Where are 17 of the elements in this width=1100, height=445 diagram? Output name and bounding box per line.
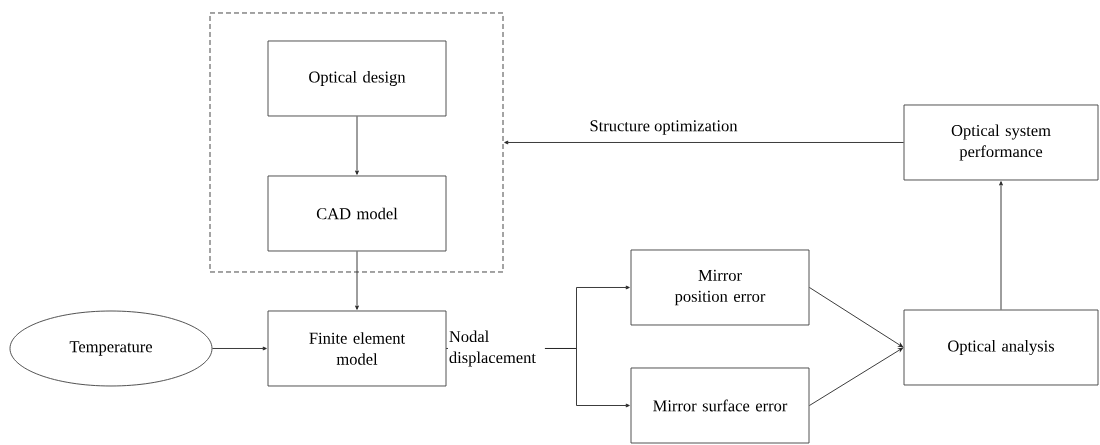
- process-box: Optical design: [267, 40, 447, 117]
- arrow: [212, 346, 267, 351]
- arrow: [504, 140, 904, 145]
- process-box: Optical analysis: [903, 309, 1099, 386]
- edge-label: Structure optimization: [590, 120, 738, 135]
- process-box: Mirror position error: [630, 249, 810, 326]
- process-box: CAD model: [267, 175, 447, 252]
- arrow: [809, 347, 904, 406]
- process-box: Optical system performance: [903, 104, 1099, 181]
- arrow: [999, 181, 1003, 310]
- edge-label: Nodal displacement: [447, 329, 545, 368]
- arrow: [809, 287, 904, 348]
- arrow: [355, 116, 359, 175]
- arrow: [355, 251, 359, 310]
- dashed-group-box: [209, 12, 504, 273]
- process-box: Mirror surface error: [630, 367, 810, 444]
- process-box: Finite element model: [267, 310, 447, 387]
